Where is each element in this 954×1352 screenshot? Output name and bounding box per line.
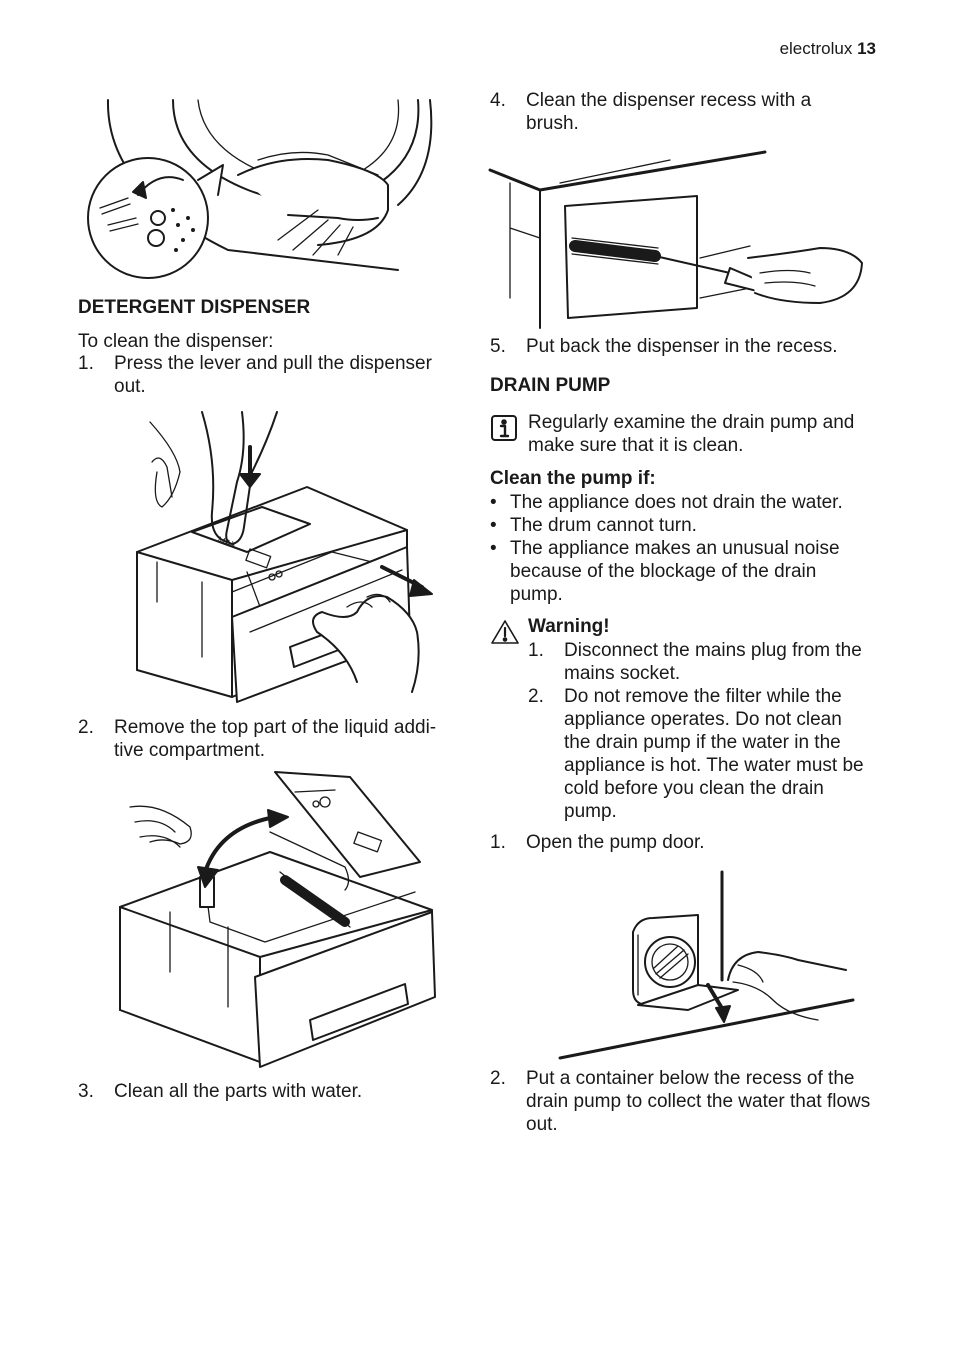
step-text: Put a container below the recess of the … [526, 1068, 871, 1135]
step-text: Put back the dispenser in the recess. [526, 336, 838, 357]
dispenser-step-4: 4. Clean the dispenser recess with a bru… [490, 89, 850, 135]
page-header: electrolux 13 [780, 37, 876, 60]
warning-list: 1. Disconnect the mains plug from the ma… [528, 639, 873, 823]
liquid-compartment-illustration [119, 771, 436, 1068]
warning-icon [491, 620, 519, 644]
list-item: 2. Do not remove the filter while the ap… [528, 686, 864, 822]
step-number: 5. [490, 336, 506, 357]
info-note: Regularly examine the drain pump and mak… [528, 412, 855, 456]
list-item: 1. Disconnect the mains plug from the ma… [528, 640, 862, 684]
detergent-dispenser-heading: DETERGENT DISPENSER [78, 297, 311, 318]
clean-if-heading: Clean the pump if: [490, 468, 656, 489]
pump-step-1: 1. Open the pump door. [490, 831, 870, 854]
drain-pump-heading: DRAIN PUMP [490, 375, 611, 396]
step-number: 4. [490, 90, 506, 111]
step-text: Clean all the parts with water. [114, 1081, 363, 1102]
list-item: • The appliance does not drain the water… [490, 492, 843, 513]
brand-name: electrolux [779, 39, 853, 58]
step-number: 2. [78, 717, 94, 738]
step-text: Press the lever and pull the dispenser o… [114, 353, 432, 397]
step-text: Clean the dispenser recess with a brush. [526, 90, 812, 134]
dispenser-step-5: 5. Put back the dispenser in the recess. [490, 335, 870, 358]
pump-step-2: 2. Put a container below the recess of t… [490, 1067, 875, 1136]
dispenser-step-2: 2. Remove the top part of the liquid add… [78, 716, 458, 762]
step-text: Open the pump door. [526, 832, 705, 853]
dispenser-intro: To clean the dispenser: [78, 331, 274, 352]
list-item: • The drum cannot turn. [490, 515, 697, 536]
clean-if-list: • The appliance does not drain the water… [490, 491, 870, 606]
dispenser-pull-illustration: MAX [136, 411, 433, 703]
step-number: 1. [78, 353, 94, 374]
step-number: 2. [490, 1068, 506, 1089]
warning-title: Warning! [528, 616, 610, 637]
page-number: 13 [857, 39, 876, 58]
door-seal-illustration [87, 99, 433, 279]
info-icon [491, 415, 517, 441]
step-number: 1. [490, 832, 506, 853]
step-number: 3. [78, 1081, 94, 1102]
recess-brush-illustration [488, 150, 863, 329]
brush-graphic [279, 871, 351, 928]
dispenser-step-3: 3. Clean all the parts with water. [78, 1080, 458, 1103]
step-text: Remove the top part of the liquid addi-t… [114, 717, 437, 761]
list-item: • The appliance makes an unusual noise b… [490, 538, 840, 605]
brush-graphic [569, 237, 661, 265]
pump-door-illustration [558, 870, 855, 1060]
dispenser-step-1: 1. Press the lever and pull the dispense… [78, 352, 454, 398]
